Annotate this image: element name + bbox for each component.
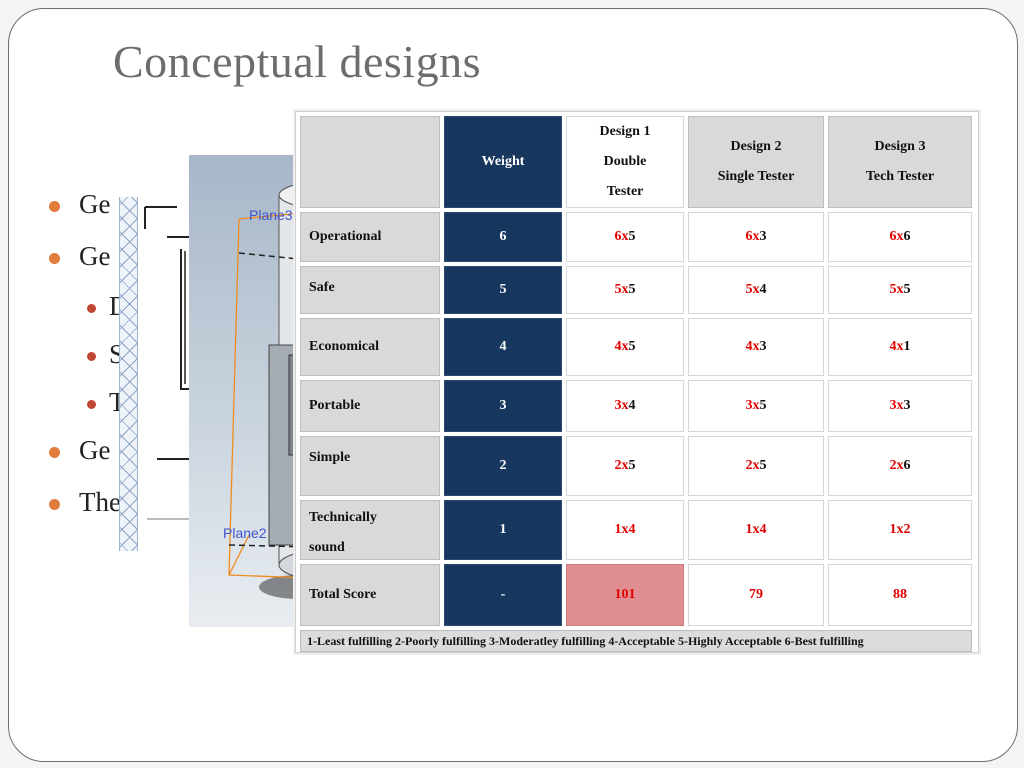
header-design-2: Design 2 Single Tester <box>688 116 824 208</box>
total-weight: - <box>444 564 562 626</box>
row-label-portable: Portable <box>300 380 440 432</box>
slide: Conceptual designs Ge Ge D S T Ge The Pl… <box>8 8 1018 762</box>
row-label-operational: Operational <box>300 212 440 262</box>
bullet-dot-icon <box>49 253 60 264</box>
plane3-label: Plane3 <box>249 207 293 223</box>
row-weight: 1 <box>444 500 562 560</box>
header-design-1: Design 1 Double Tester <box>566 116 684 208</box>
row-weight: 4 <box>444 318 562 376</box>
row-weight: 5 <box>444 266 562 314</box>
row-label-technically-sound: Technically sound <box>300 500 440 560</box>
slide-title: Conceptual designs <box>113 36 481 87</box>
row-label-safe: Safe <box>300 266 440 314</box>
row-label-economical: Economical <box>300 318 440 376</box>
bullet-dot-icon <box>87 304 96 313</box>
scale-legend: 1-Least fulfilling 2-Poorly fulfilling 3… <box>300 630 972 652</box>
bullet-dot-icon <box>49 201 60 212</box>
bullet-item: The <box>49 487 121 518</box>
bullet-item: Ge <box>49 241 110 272</box>
row-label-simple: Simple <box>300 436 440 496</box>
total-design-3: 88 <box>828 564 972 626</box>
score-cell: 1x2 <box>828 500 972 560</box>
header-design-3: Design 3 Tech Tester <box>828 116 972 208</box>
bullet-dot-icon <box>87 400 96 409</box>
plane2-label: Plane2 <box>223 525 267 541</box>
row-weight: 6 <box>444 212 562 262</box>
zigzag-strip <box>119 197 138 551</box>
total-design-1: 101 <box>566 564 684 626</box>
decision-matrix-table: Weight Design 1 Double Tester Design 2 S… <box>295 111 979 653</box>
total-design-2: 79 <box>688 564 824 626</box>
bullet-item: Ge <box>49 189 110 220</box>
row-weight: 3 <box>444 380 562 432</box>
row-label-total-score: Total Score <box>300 564 440 626</box>
header-corner-cell <box>300 116 440 208</box>
bullet-dot-icon <box>87 352 96 361</box>
score-cell: 1x4 <box>566 500 684 560</box>
score-cell: 1x4 <box>688 500 824 560</box>
row-weight: 2 <box>444 436 562 496</box>
header-weight: Weight <box>444 116 562 208</box>
bullet-dot-icon <box>49 499 60 510</box>
bullet-dot-icon <box>49 447 60 458</box>
bullet-item: Ge <box>49 435 110 466</box>
